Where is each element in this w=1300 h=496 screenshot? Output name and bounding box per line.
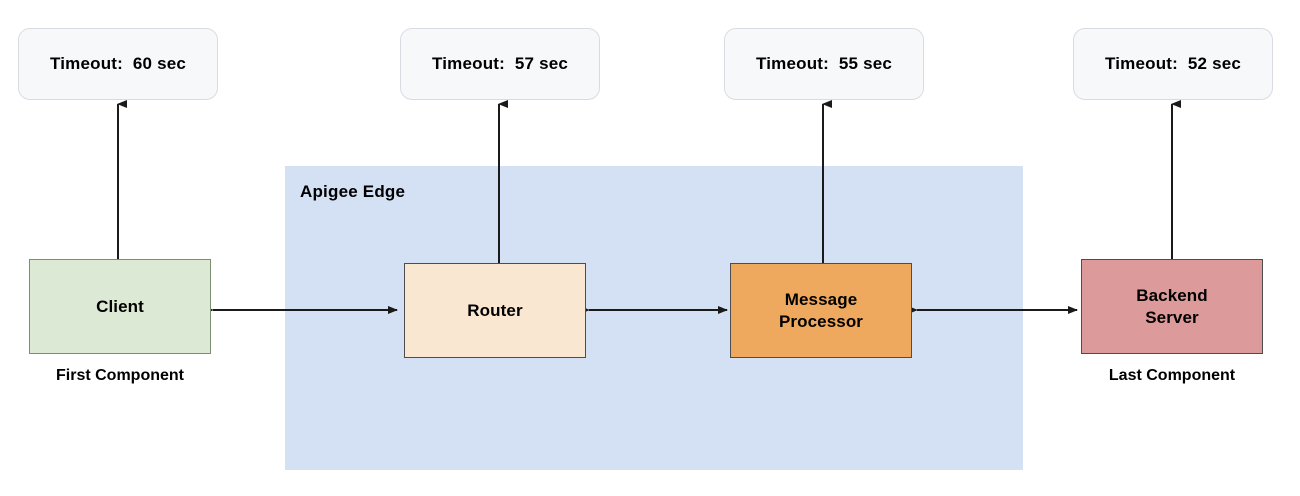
timeout-box-router: Timeout: 57 sec (400, 28, 600, 100)
timeout-box-message-processor: Timeout: 55 sec (724, 28, 924, 100)
apigee-edge-region (285, 166, 1023, 470)
caption-last-component: Last Component (1108, 367, 1236, 384)
timeout-label-backend-server: Timeout: 52 sec (1104, 54, 1242, 73)
node-message-processor[interactable]: Message Processor (730, 263, 912, 358)
timeout-label-client: Timeout: 60 sec (49, 54, 187, 73)
node-client[interactable]: Client (29, 259, 211, 354)
node-message-processor-label: Message Processor (778, 289, 864, 331)
caption-first-component: First Component (56, 367, 184, 384)
timeout-label-router: Timeout: 57 sec (431, 54, 569, 73)
node-backend-server-label: Backend Server (1136, 285, 1208, 327)
node-backend-server[interactable]: Backend Server (1081, 259, 1263, 354)
node-router[interactable]: Router (404, 263, 586, 358)
node-router-label: Router (467, 300, 523, 320)
timeout-box-backend-server: Timeout: 52 sec (1073, 28, 1273, 100)
apigee-edge-label: Apigee Edge (300, 182, 406, 201)
timeout-box-client: Timeout: 60 sec (18, 28, 218, 100)
node-client-label: Client (96, 296, 144, 316)
timeout-label-message-processor: Timeout: 55 sec (755, 54, 893, 73)
